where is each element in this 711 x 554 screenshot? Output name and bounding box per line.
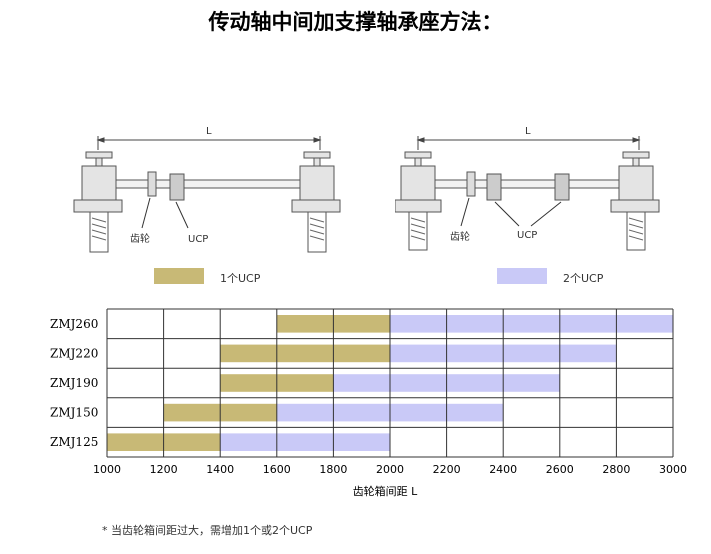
- y-tick-label: ZMJ125: [50, 435, 98, 449]
- x-tick-label: 2600: [546, 463, 574, 476]
- x-tick-label: 1200: [150, 463, 178, 476]
- legend-label-one-ucp: 1个UCP: [220, 272, 261, 285]
- legend-swatch-two-ucp: [497, 268, 547, 284]
- x-axis-label: 齿轮箱间距 L: [353, 484, 418, 498]
- legend-swatch-one-ucp: [154, 268, 204, 284]
- gear-label: 齿轮: [130, 232, 150, 245]
- y-tick-label: ZMJ260: [50, 317, 98, 331]
- x-tick-label: 2400: [489, 463, 517, 476]
- ucp-label: UCP: [517, 230, 537, 241]
- y-tick-label: ZMJ150: [50, 406, 98, 420]
- x-tick-label: 1000: [93, 463, 121, 476]
- footnote: * 当齿轮箱间距过大，需增加1个或2个UCP: [102, 524, 313, 537]
- legend-label-two-ucp: 2个UCP: [563, 272, 604, 285]
- x-tick-label: 2200: [433, 463, 461, 476]
- dimension-label: L: [206, 126, 212, 137]
- x-tick-label: 1800: [319, 463, 347, 476]
- diagram-two-ucp: L 齿轮 UCP: [395, 126, 660, 251]
- bar-zmj260-series-2: [390, 315, 673, 333]
- ucp-label: UCP: [188, 234, 208, 245]
- diagram-one-ucp: L 齿轮 UCP: [73, 126, 341, 253]
- gear-label: 齿轮: [450, 230, 470, 243]
- x-tick-label: 3000: [659, 463, 687, 476]
- bar-zmj125-series-2: [220, 433, 390, 451]
- y-tick-label: ZMJ190: [50, 376, 98, 390]
- bar-zmj220-series-1: [220, 344, 390, 363]
- x-tick-label: 1600: [263, 463, 291, 476]
- x-tick-label: 1400: [206, 463, 234, 476]
- y-tick-label: ZMJ220: [50, 346, 98, 360]
- dimension-label: L: [525, 126, 531, 137]
- x-tick-label: 2000: [376, 463, 404, 476]
- x-tick-label: 2800: [602, 463, 630, 476]
- page-title: 传动轴中间加支撑轴承座方法：: [208, 9, 503, 34]
